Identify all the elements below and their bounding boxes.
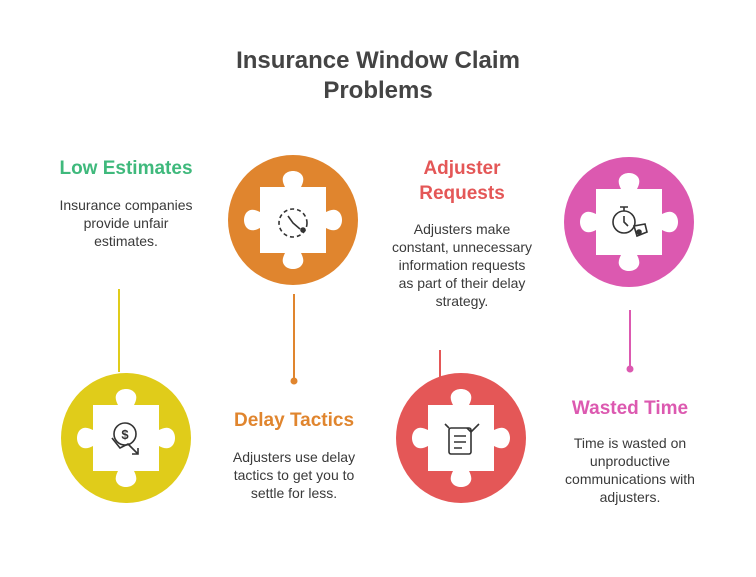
delay-tactics-node	[228, 155, 358, 285]
stopwatch-whistle-icon	[612, 206, 648, 238]
dollar-down-icon: $	[111, 422, 139, 455]
stopwatch-dashed-icon	[278, 208, 308, 238]
wasted-time-heading: Wasted Time	[571, 398, 689, 419]
delay-tactics-heading: Delay Tactics	[233, 410, 355, 431]
adjuster-requests-description: Adjusters make constant, unnecessary inf…	[391, 221, 533, 309]
wasted-time-connector-dot	[626, 365, 634, 373]
delay-tactics-description: Adjusters use delay tactics to get you t…	[232, 449, 356, 501]
document-check-icon	[444, 423, 480, 455]
adjuster-requests-node	[396, 373, 526, 503]
wasted-time-description: Time is wasted on unproductive communica…	[565, 435, 695, 505]
adjuster-requests-heading: Adjuster Requests	[419, 158, 505, 204]
wasted-time-node	[564, 157, 694, 287]
svg-text:$: $	[121, 427, 129, 442]
page-title: Insurance Window Claim Problems	[236, 47, 520, 104]
delay-tactics-connector-dot	[290, 377, 298, 385]
low-estimates-heading: Low Estimates	[59, 158, 193, 179]
low-estimates-description: Insurance companies provide unfair estim…	[59, 197, 193, 249]
low-estimates-node: $	[61, 373, 191, 503]
